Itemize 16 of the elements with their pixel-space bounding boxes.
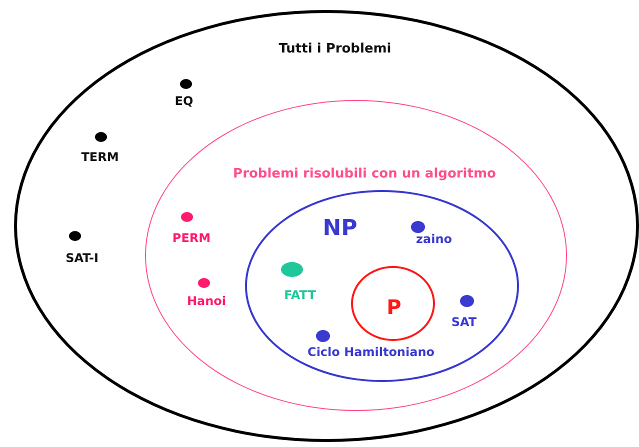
problem-label: SAT (451, 316, 477, 328)
problem-label: TERM (81, 151, 119, 163)
problem-label: Ciclo Hamiltoniano (308, 346, 434, 358)
problem-label: SAT-I (66, 252, 98, 264)
set-ellipse (351, 266, 435, 341)
set-label: NP (322, 218, 358, 240)
problem-label: EQ (174, 95, 194, 107)
set-ellipse (245, 190, 519, 382)
problem-label: Hanoi (186, 294, 226, 306)
problem-label: PERM (172, 232, 211, 244)
set-label: Tutti i Problemi (278, 42, 392, 56)
problem-label: zaino (416, 233, 452, 245)
set-label: P (386, 297, 402, 317)
problem-label: FATT (284, 289, 316, 301)
set-ellipse (14, 10, 639, 442)
set-label: Problemi risolubili con un algoritmo (233, 167, 496, 180)
